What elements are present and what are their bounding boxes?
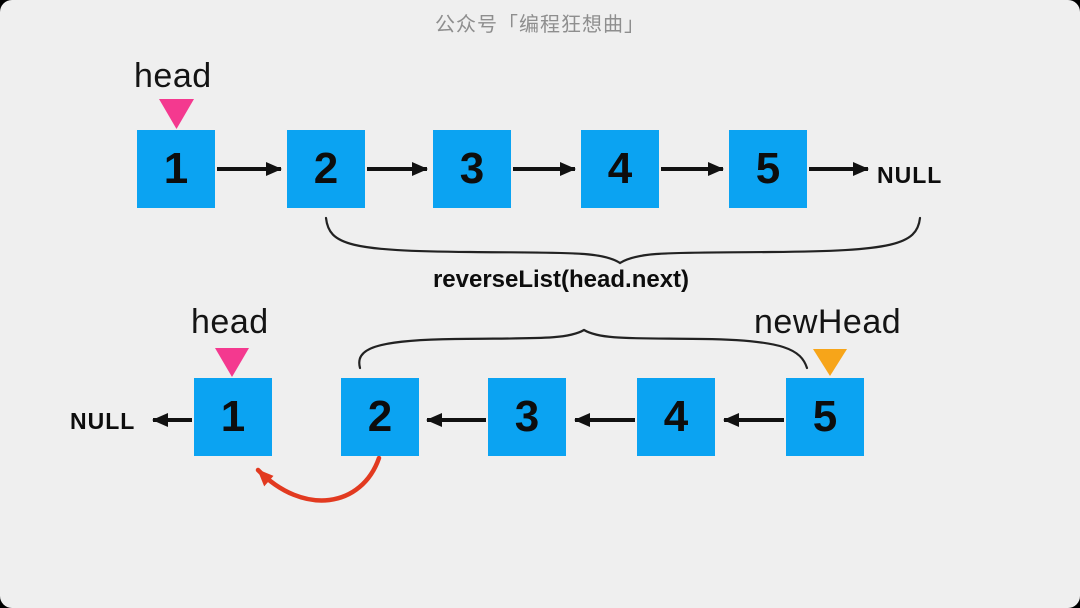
row2-head-pointer-triangle — [215, 348, 249, 377]
row2-brace — [358, 328, 809, 370]
row2-head-label: head — [191, 303, 269, 341]
row2-node-4: 4 — [637, 378, 715, 456]
row1-null-label: NULL — [877, 162, 943, 188]
row2-null-label: NULL — [70, 408, 136, 434]
row1-head-label: head — [134, 57, 212, 95]
row2-node-2: 2 — [341, 378, 419, 456]
page-title: 公众号「编程狂想曲」 — [435, 14, 645, 36]
row1-brace-label: reverseList(head.next) — [432, 266, 690, 293]
row2-node-1: 1 — [194, 378, 272, 456]
row1-brace — [324, 216, 922, 265]
row2-newhead-pointer-triangle — [813, 349, 847, 376]
row1-node-1: 1 — [137, 130, 215, 208]
row1-node-2: 2 — [287, 130, 365, 208]
row2-node-3: 3 — [488, 378, 566, 456]
row2-newhead-label: newHead — [754, 303, 902, 341]
row1-node-3: 3 — [433, 130, 511, 208]
row1-node-5: 5 — [729, 130, 807, 208]
row1-node-4: 4 — [581, 130, 659, 208]
relink-arrow-red — [255, 455, 382, 503]
row1-head-pointer-triangle — [159, 99, 194, 129]
row2-node-5: 5 — [786, 378, 864, 456]
